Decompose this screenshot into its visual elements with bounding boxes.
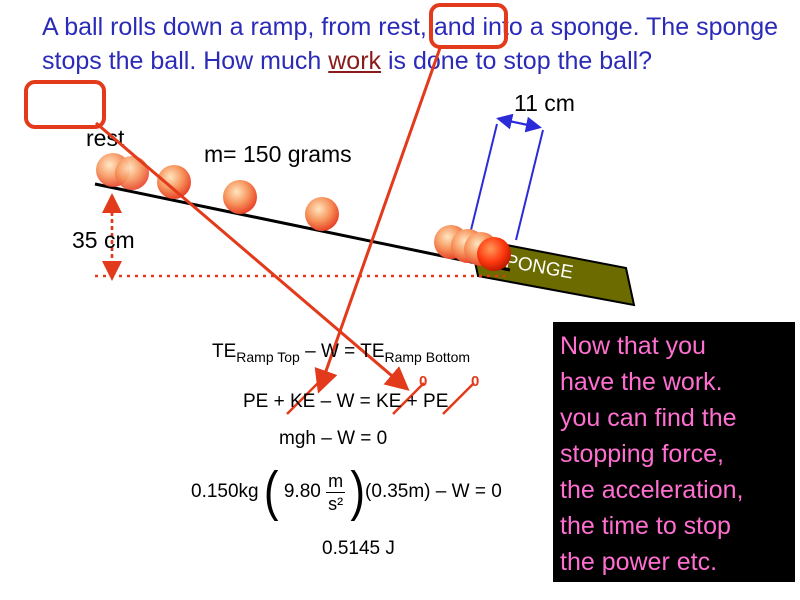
eq1-mid: – W = TE: [299, 341, 385, 362]
ke-strike-right: [392, 382, 425, 415]
ball: [223, 180, 257, 214]
question-stop-word: stop: [503, 47, 551, 75]
mass-label: m= 150 grams: [204, 141, 352, 167]
sponge-left-bracket: [470, 123, 498, 231]
zero-marker-pe-right: 0: [471, 373, 480, 390]
info-line: you can find the: [560, 404, 737, 432]
ball-stopped: [477, 237, 511, 271]
question-part-1: A ball rolls down a ramp, from: [42, 13, 379, 41]
info-line: have the work.: [560, 368, 723, 396]
ball: [305, 197, 339, 231]
eq4-units-fraction: m s²: [326, 470, 346, 515]
eq1-te: TE: [212, 341, 237, 362]
eq4-num: m: [326, 470, 346, 493]
equation-result: 0.5145 J: [322, 538, 395, 559]
ke-strike-left: [286, 382, 319, 415]
sponge-right-bracket: [515, 129, 544, 241]
question-part-4: the ball?: [550, 47, 653, 75]
question-work-word: work: [328, 47, 382, 75]
eq1-sub-ramp-bottom: Ramp Bottom: [384, 348, 471, 365]
info-line: the acceleration,: [560, 476, 744, 504]
eq4-height: (0.35m) – W = 0: [365, 481, 502, 502]
equation-mgh: mgh – W = 0: [279, 428, 388, 449]
question-part-2: and into a sponge. The sponge stops the …: [42, 13, 779, 75]
ramp-line: [94, 182, 511, 272]
rest-highlight-box: [429, 3, 508, 49]
eq4-g: 9.80: [283, 481, 321, 502]
stop-pointer-arrow: [95, 121, 410, 391]
question-text: A ball rolls down a ramp, from rest, and…: [42, 10, 782, 78]
eq4-mass: 0.150kg: [191, 481, 259, 502]
next-steps-box: Now that you have the work. you can find…: [553, 322, 795, 582]
question-rest-word: rest,: [378, 13, 427, 41]
info-line: the power etc.: [560, 548, 718, 576]
info-line: the time to stop: [560, 512, 731, 540]
info-line: stopping force,: [560, 440, 724, 468]
sponge-length-arrow-back: [496, 113, 533, 130]
info-line: Now that you: [560, 332, 706, 360]
pe-strike-right: [442, 382, 475, 415]
rest-label: rest: [86, 125, 125, 151]
height-label: 35 cm: [72, 227, 135, 253]
equation-numeric: 0.150kg ( 9.80 m s² )(0.35m) – W = 0: [191, 460, 502, 522]
stop-highlight-box: [24, 80, 106, 129]
equation-total-energy: TERamp Top – W = TERamp Bottom: [212, 341, 470, 365]
equation-energy-terms: PE + KE – W = KE + PE: [243, 391, 449, 412]
eq1-sub-ramp-top: Ramp Top: [236, 348, 300, 365]
sponge-length-label: 11 cm: [514, 90, 575, 116]
zero-marker-ke-right: 0: [419, 373, 428, 390]
eq4-den: s²: [328, 493, 344, 514]
question-part-3: is done to: [381, 47, 504, 75]
zero-marker-ke-left: 0: [316, 373, 325, 390]
ball: [115, 156, 149, 190]
ball: [157, 165, 191, 199]
